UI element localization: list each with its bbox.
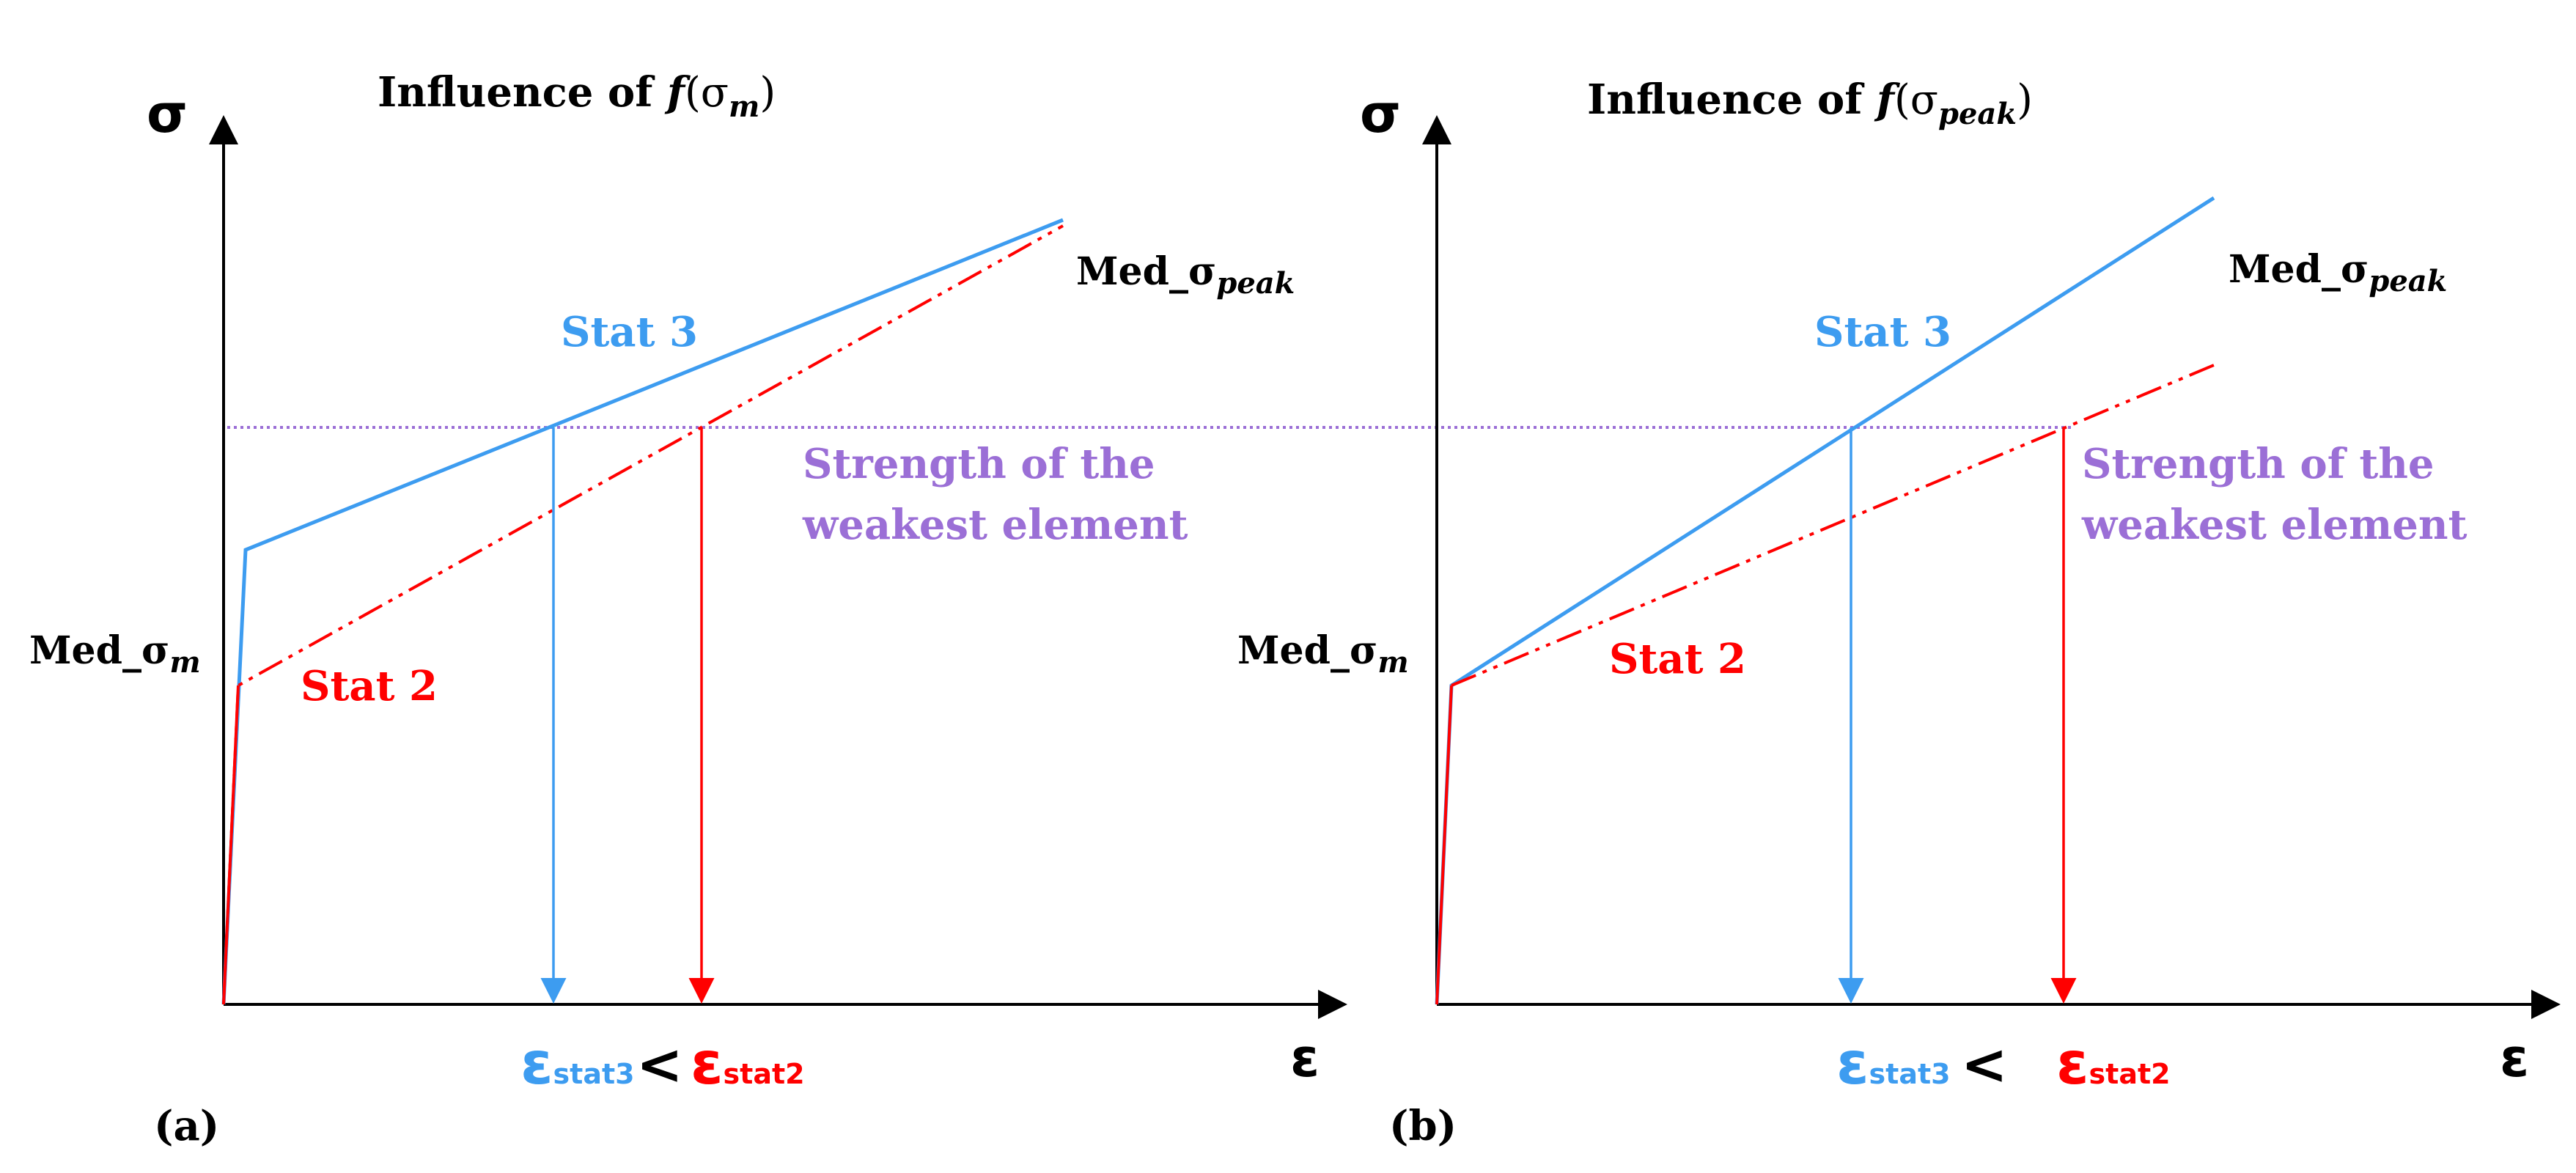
- panel-b: σ ε Influence of f(σpeak) Med_σpeak Med_…: [1237, 76, 2561, 1150]
- panel-label-a: (a): [154, 1102, 219, 1150]
- strength-label-a-1: Strength of the: [803, 440, 1155, 488]
- eps-stat3-a: εstat3: [520, 1029, 635, 1097]
- med-m-label-a: Med_σm: [29, 628, 201, 680]
- panel-a: σ ε Influence of f(σm) Med_σpeak Med_σm …: [29, 68, 1347, 1150]
- strength-label-b-2: weakest element: [2081, 501, 2468, 549]
- panel-a-title: Influence of f(σm): [378, 68, 776, 124]
- strength-label-a-2: weakest element: [802, 501, 1188, 549]
- stat2-initial-a: [222, 685, 240, 1005]
- y-axis-label-a: σ: [147, 83, 188, 144]
- stat2-label-b: Stat 2: [1609, 635, 1746, 683]
- stat3-label-a: Stat 3: [561, 308, 698, 356]
- strength-label-b-1: Strength of the: [2082, 440, 2435, 488]
- x-axis-label-b: ε: [2500, 1027, 2529, 1089]
- med-peak-label-b: Med_σpeak: [2229, 247, 2447, 298]
- x-axis-label-a: ε: [1290, 1027, 1320, 1089]
- eps-stat2-a: εstat2: [691, 1029, 805, 1097]
- eps-stat2-b: εstat2: [2056, 1029, 2171, 1097]
- stat3-label-b: Stat 3: [1814, 308, 1951, 356]
- panel-b-title: Influence of f(σpeak): [1587, 76, 2033, 131]
- eps-stat3-b: εstat3: [1836, 1029, 1951, 1097]
- stat2-initial-b: [1435, 685, 1453, 1005]
- stat2-curve-b: [1451, 364, 2215, 687]
- panel-label-b: (b): [1389, 1102, 1457, 1150]
- stat2-label-a: Stat 2: [301, 662, 438, 710]
- med-m-label-b: Med_σm: [1237, 628, 1409, 680]
- lt-sign-b: <: [1961, 1032, 2008, 1097]
- med-peak-label-a: Med_σpeak: [1076, 249, 1295, 301]
- y-axis-label-b: σ: [1360, 83, 1401, 144]
- lt-sign-a: <: [636, 1032, 683, 1097]
